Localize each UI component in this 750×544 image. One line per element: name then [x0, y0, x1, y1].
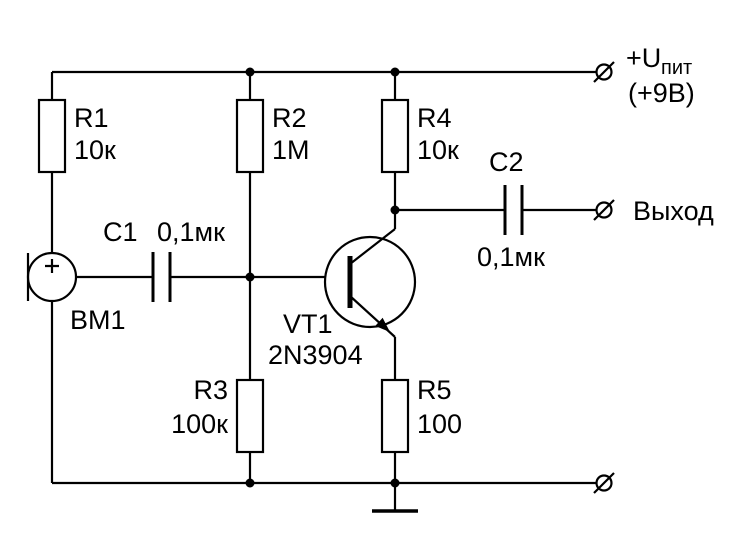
label-c2-ref: C2	[489, 147, 524, 177]
transistor-collector-lead	[349, 228, 396, 265]
terminal-output-slash	[593, 199, 615, 221]
label-r3-ref: R3	[193, 375, 228, 405]
label-r5-value: 100	[417, 409, 462, 439]
label-output: Выход	[633, 196, 714, 226]
label-r1-value: 10к	[74, 135, 116, 165]
label-vt1-ref: VT1	[283, 309, 333, 339]
terminal-output	[593, 199, 615, 221]
junction-base-node	[245, 272, 255, 282]
junction-collector-node	[390, 205, 400, 215]
resistor-r1-body	[37, 98, 67, 174]
terminal-power-slash	[593, 61, 615, 83]
label-c1-value: 0,1мк	[157, 217, 225, 247]
terminal-ground-slash	[593, 472, 615, 494]
resistor-r4-body	[380, 98, 410, 174]
label-r2-value: 1М	[272, 135, 310, 165]
junction-r4-top	[390, 67, 400, 77]
label-power-volts: (+9В)	[628, 78, 695, 108]
resistor-r5-body	[380, 378, 410, 454]
label-c2-value: 0,1мк	[477, 242, 545, 272]
junction-r3-bottom	[245, 478, 255, 488]
label-r5-ref: R5	[417, 375, 452, 405]
junction-r5-bottom	[390, 478, 400, 488]
terminal-ground	[593, 472, 615, 494]
terminal-power	[593, 61, 615, 83]
resistor-r2-body	[235, 98, 265, 174]
label-power-u: +U	[626, 43, 661, 73]
label-r1-ref: R1	[74, 103, 109, 133]
label-r3-value: 100к	[171, 409, 228, 439]
label-r2-ref: R2	[272, 103, 307, 133]
label-power-sub: пит	[661, 57, 692, 79]
label-r4-ref: R4	[417, 103, 452, 133]
label-vt1-value: 2N3904	[268, 340, 363, 370]
microphone-plus-mark	[45, 259, 59, 273]
resistor-r3-body	[235, 378, 265, 454]
label-c1-ref: C1	[103, 217, 138, 247]
label-r4-value: 10к	[417, 135, 459, 165]
transistor-emitter-arrow	[375, 317, 390, 332]
junction-r2-top	[245, 67, 255, 77]
label-bm1-ref: BM1	[70, 305, 126, 335]
